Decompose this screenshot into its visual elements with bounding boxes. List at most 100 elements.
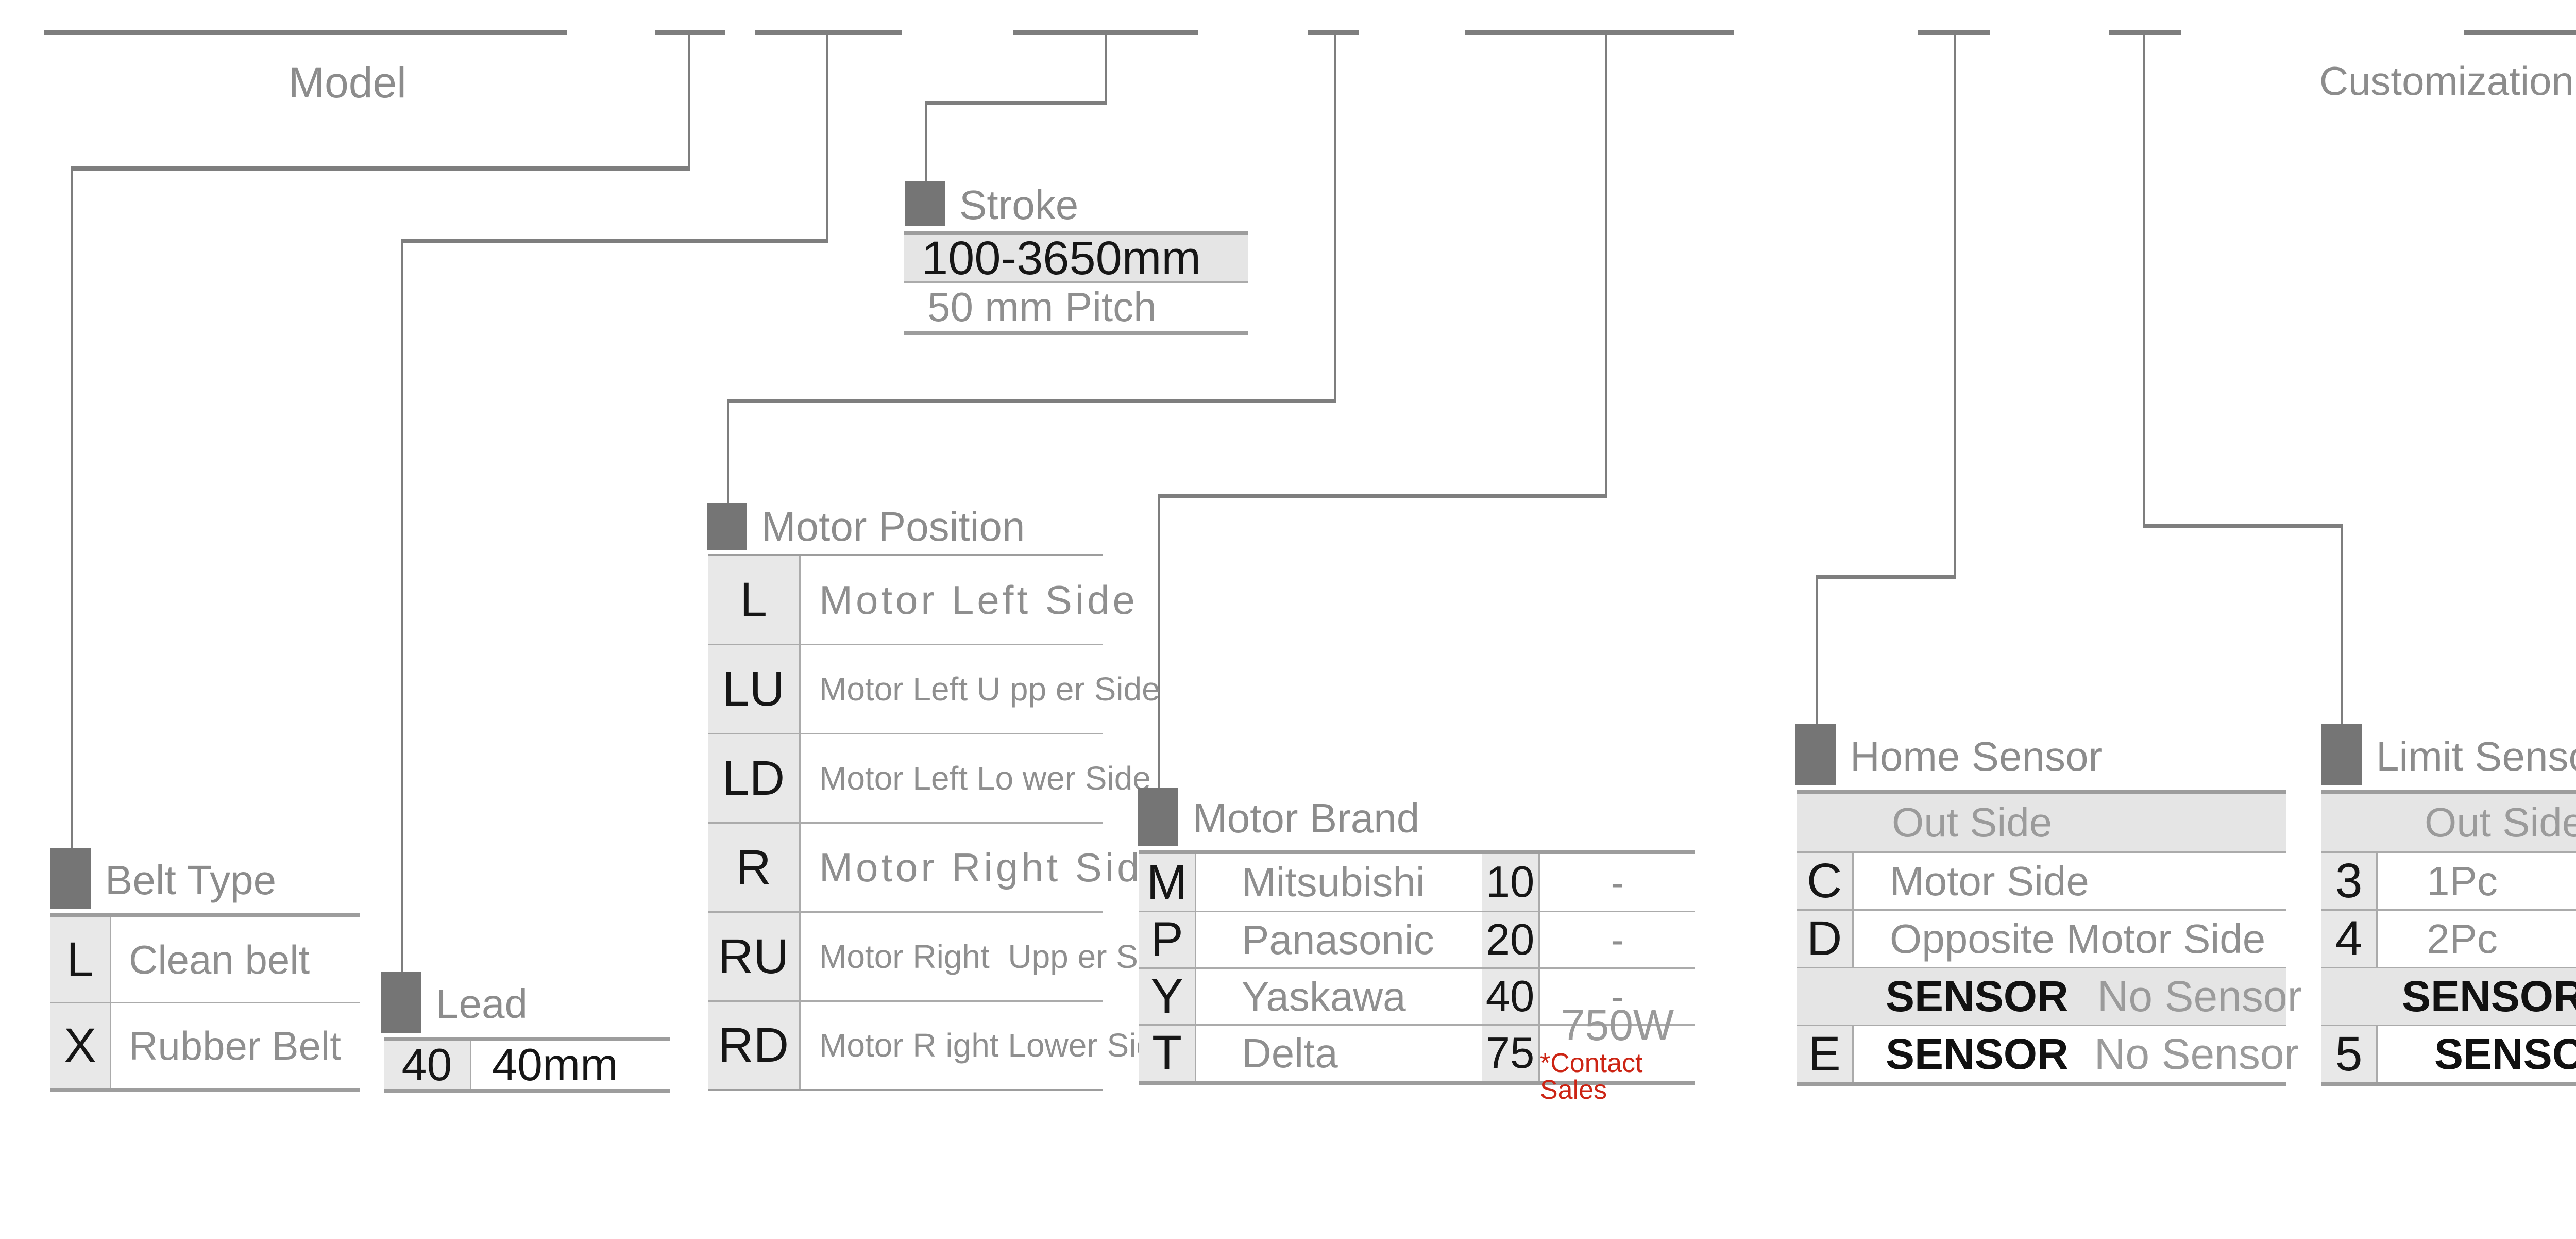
belt-type-code: X — [50, 1003, 111, 1088]
motor-brand-title: Motor Brand — [1193, 795, 1420, 841]
motor-brand-icon — [1138, 788, 1178, 846]
table-row: 100-3650mm — [904, 232, 1248, 284]
table-row: P Panasonic 20 - — [1139, 911, 1695, 967]
table-row: SENSOR No Sensor — [1797, 967, 2302, 1025]
motor-brand-watt: - — [1611, 917, 1624, 962]
lead-title: Lead — [436, 981, 528, 1027]
table-row: 3 1Pc — [2321, 851, 2576, 909]
table-row: C Motor Side — [1797, 851, 2286, 909]
motor-position-label: Motor Right Upp er Side — [819, 938, 1182, 975]
home-sensor-table: Out Side C Motor Side D Opposite Motor S… — [1797, 790, 2302, 1086]
top-line-segment-3 — [755, 30, 902, 35]
top-line-segment-6 — [1465, 30, 1734, 35]
motor-position-label: Motor Right Side — [819, 844, 1168, 890]
connector-stroke-v1 — [1105, 30, 1107, 105]
motor-brand-num: 75 — [1482, 1026, 1540, 1081]
stroke-icon — [905, 181, 945, 226]
home-sensor-title: Home Sensor — [1850, 733, 2103, 779]
limit-sensor-code: 3 — [2321, 853, 2378, 909]
connector-limitsensor-v1 — [2143, 30, 2145, 528]
table-row: LD Motor Left Lo wer Side — [708, 733, 1151, 822]
belt-type-code: L — [50, 917, 111, 1002]
table-row: T Delta 75 750W *Contact Sales — [1139, 1003, 1695, 1103]
motor-position-label: Motor Left Side — [819, 577, 1138, 623]
top-line-segment-9 — [2464, 30, 2576, 35]
table-row: 5 SENSOR No Sensor — [2321, 1025, 2576, 1082]
motor-position-code: RD — [708, 1002, 801, 1089]
motor-brand-num: 10 — [1482, 854, 1540, 911]
lead-icon — [381, 972, 421, 1033]
lead-table: 40 40mm — [384, 1037, 670, 1093]
home-sensor-code: D — [1797, 911, 1854, 967]
motor-position-label: Motor Left Lo wer Side — [819, 760, 1151, 797]
table-row: 50 mm Pitch — [904, 281, 1248, 331]
table-row: R Motor Right Side — [708, 822, 1165, 911]
home-sensor-icon — [1795, 724, 1836, 785]
lead-value: 40mm — [492, 1039, 618, 1090]
limit-sensor-code: 5 — [2321, 1026, 2378, 1082]
limit-sensor-label: 2Pc — [2427, 915, 2498, 962]
connector-lead-v2 — [401, 239, 403, 972]
connector-motorpos-v2 — [727, 399, 729, 503]
table-row: L Motor Left Side — [708, 556, 1135, 644]
connector-homesensor-h — [1816, 575, 1956, 579]
motor-position-code: L — [708, 556, 801, 644]
table-row: Y Yaskawa 40 - — [1139, 967, 1695, 1024]
motor-brand-table: M Mitsubishi 10 - P Panasonic 20 - Y Yas… — [1139, 850, 1695, 1103]
table-row: RD Motor R ight Lower Sid e — [708, 1000, 1182, 1089]
motor-brand-name: Yaskawa — [1242, 973, 1406, 1019]
home-sensor-label: Motor Side — [1890, 858, 2089, 904]
connector-motorbrand-v1 — [1605, 30, 1607, 498]
table-row: L Clean belt — [50, 917, 360, 1002]
motor-brand-num: 40 — [1482, 969, 1540, 1024]
motor-brand-watt: 750W — [1561, 1000, 1674, 1049]
table-row: LU Motor Left U pp er Side — [708, 644, 1160, 733]
motor-position-code: RU — [708, 913, 801, 1000]
motor-brand-watt-cell: 750W *Contact Sales — [1540, 1003, 1695, 1103]
table-row: Out Side — [1797, 794, 2286, 851]
home-sensor-code: C — [1797, 853, 1854, 909]
connector-homesensor-v2 — [1816, 575, 1818, 724]
connector-belt-h — [71, 166, 690, 171]
connector-lead-v1 — [826, 30, 828, 243]
table-row: RU Motor Right Upp er Side — [708, 911, 1182, 1000]
connector-motorpos-v1 — [1334, 30, 1336, 403]
table-row: D Opposite Motor Side — [1797, 909, 2286, 967]
motor-brand-name: Mitsubishi — [1242, 859, 1425, 905]
home-sensor-label: No Sensor — [2094, 1030, 2299, 1078]
table-row: E SENSOR No Sensor — [1797, 1025, 2299, 1082]
belt-type-label: Clean belt — [129, 936, 310, 982]
motor-position-label: Motor R ight Lower Sid e — [819, 1027, 1182, 1064]
motor-position-table: L Motor Left Side LU Motor Left U pp er … — [708, 554, 1182, 1091]
home-sensor-label: Opposite Motor Side — [1890, 915, 2266, 962]
limit-sensor-title: Limit Sensor — [2376, 733, 2576, 779]
limit-sensor-table: Out Side 3 1Pc 4 2Pc SENSOR No Sensor 5 … — [2321, 790, 2576, 1086]
motor-brand-name: Delta — [1242, 1030, 1338, 1076]
table-row: M Mitsubishi 10 - — [1139, 854, 1695, 911]
belt-type-icon — [50, 848, 91, 909]
top-line-segment-2 — [655, 30, 725, 35]
motor-position-code: LU — [708, 645, 801, 733]
customization-order-label: Customization Order No. — [2319, 58, 2576, 104]
table-row: Out Side — [2321, 794, 2576, 851]
lead-code: 40 — [384, 1039, 471, 1090]
limit-sensor-sensor: SENSOR — [2434, 1030, 2576, 1078]
motor-brand-watt: - — [1611, 859, 1624, 905]
connector-motorbrand-v2 — [1158, 494, 1160, 788]
belt-type-table: L Clean belt X Rubber Belt — [50, 913, 360, 1092]
motor-brand-num: 20 — [1482, 912, 1540, 967]
connector-limitsensor-v2 — [2341, 524, 2343, 724]
home-sensor-header: Out Side — [1892, 799, 2053, 845]
motor-brand-watt: - — [1611, 974, 1624, 1019]
model-label: Model — [289, 58, 406, 107]
motor-brand-code: Y — [1139, 969, 1196, 1024]
connector-belt-v1 — [688, 30, 690, 171]
connector-limitsensor-h — [2143, 524, 2343, 528]
table-row: X Rubber Belt — [50, 1002, 360, 1088]
belt-type-title: Belt Type — [105, 857, 277, 903]
limit-sensor-icon — [2321, 724, 2362, 785]
connector-motorpos-h — [727, 399, 1336, 403]
top-line-segment-5 — [1308, 30, 1359, 35]
home-sensor-sensor: SENSOR — [1886, 972, 2069, 1020]
